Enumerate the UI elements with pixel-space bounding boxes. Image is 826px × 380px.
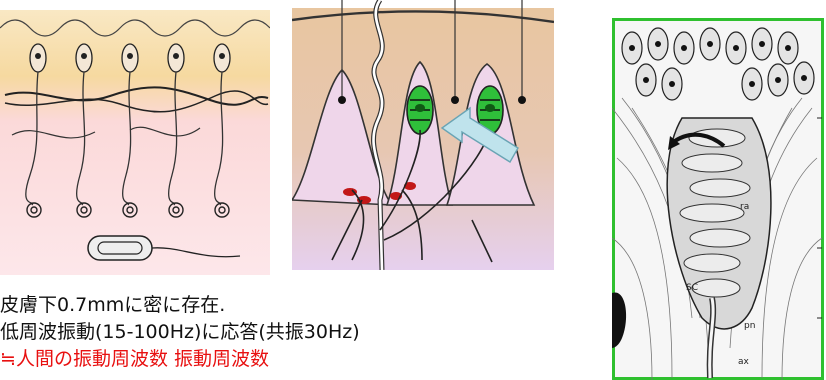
capillary-lines (341, 0, 523, 100)
arrow-pointer (440, 106, 519, 163)
meissner-corpuscle (406, 85, 434, 135)
nerve-plexus (4, 86, 269, 106)
caption-line-2: 低周波振動(15-100Hz)に応答(共振30Hz) (0, 321, 360, 343)
label-ra: ra (740, 202, 749, 212)
label-sc: SC (686, 283, 698, 293)
receptor-closeup-diagram (292, 0, 554, 270)
nerve-fibers (25, 71, 224, 206)
pacinian-corpuscle (87, 235, 241, 261)
caption: 皮膚下0.7mmに密に存在. 低周波振動(15-100Hz)に応答(共振30Hz… (0, 292, 610, 373)
dark-structure (612, 292, 627, 348)
caption-line-1: 皮膚下0.7mmに密に存在. (0, 294, 226, 316)
label-ax: ax (738, 357, 750, 367)
meissner-corpuscle-2 (476, 85, 504, 135)
caption-line-3: ≒人間の振動周波数 振動周波数 (0, 348, 269, 370)
curved-arrow (670, 132, 726, 148)
label-pn: pn (744, 321, 755, 331)
epidermis-ridge (0, 19, 270, 37)
histology-illustration: ra SC pn ax (612, 18, 824, 380)
corpuscle-body (666, 117, 772, 330)
coiled-endings (26, 202, 230, 218)
skin-section-diagram (0, 0, 270, 280)
free-nerve-endings (343, 182, 416, 204)
corpuscle-nuclei (35, 53, 225, 59)
